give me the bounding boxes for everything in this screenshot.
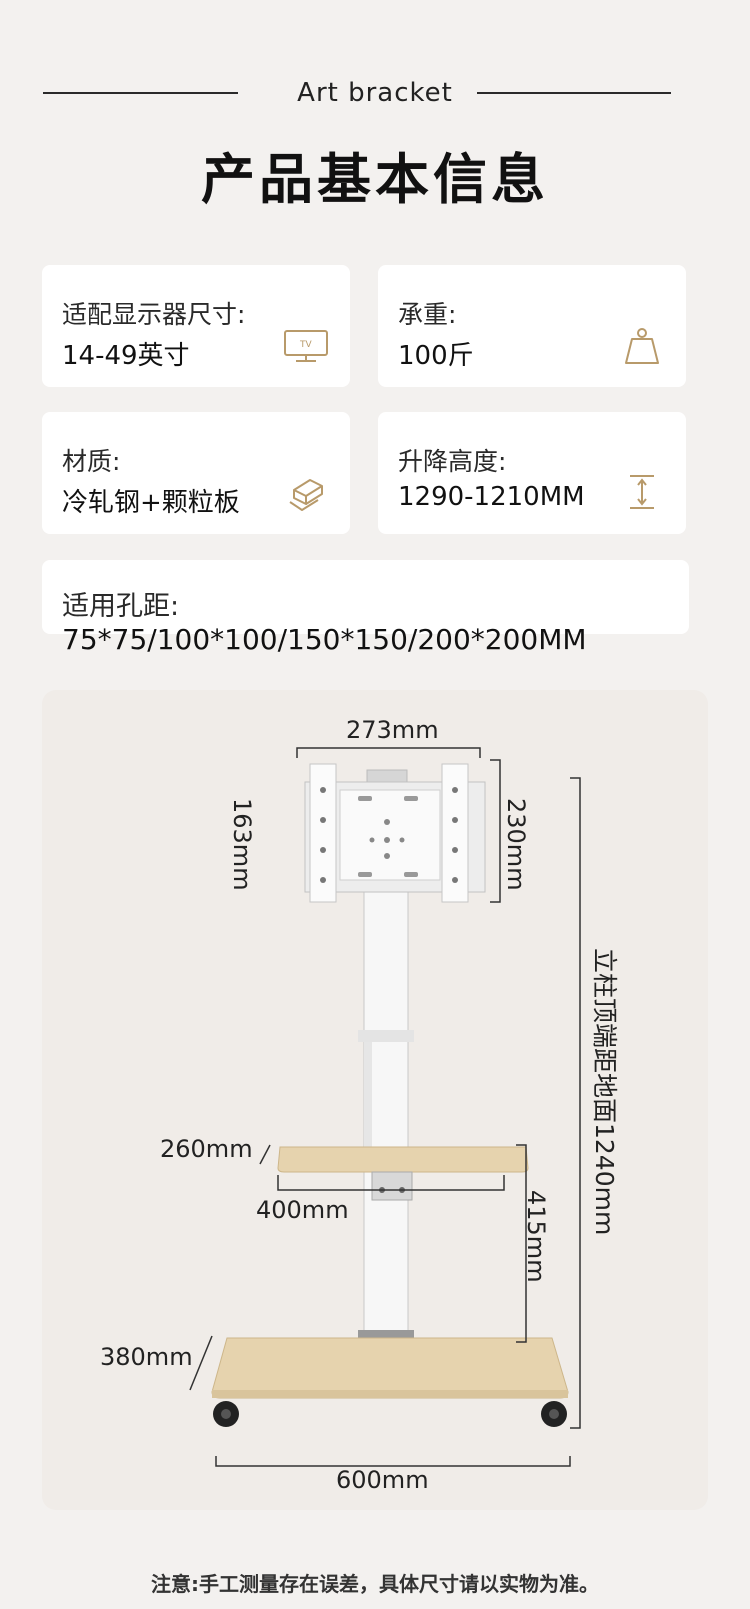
label-shelf-depth: 260mm (160, 1135, 253, 1163)
label-plate-width: 273mm (346, 716, 439, 744)
card-material: 材质: 冷轧钢+颗粒板 (42, 412, 350, 534)
vesa-text: 适用孔距: 75*75/100*100/150*150/200*200MM (62, 584, 689, 656)
label-shelf-gap: 415mm (522, 1190, 550, 1283)
height-arrow-icon (630, 475, 654, 509)
load-value: 100斤 (398, 341, 474, 371)
card-height-range: 升降高度: 1290-1210MM (378, 412, 686, 534)
base (211, 1330, 569, 1427)
card-vesa: 适用孔距: 75*75/100*100/150*150/200*200MM (42, 560, 689, 656)
tv-icon: TV (284, 330, 328, 362)
screen-size-label: 适配显示器尺寸: (62, 300, 246, 329)
material-layers-icon (289, 479, 323, 511)
card-load: 承重: 100斤 (378, 265, 686, 387)
svg-text:TV: TV (299, 340, 312, 350)
footer-note: 注意:手工测量存在误差，具体尺寸请以实物为准。 (151, 1572, 599, 1596)
card-screen-size: 适配显示器尺寸: 14-49英寸 TV (42, 265, 350, 387)
mounting-plate (304, 763, 486, 903)
label-plate-inner-height: 163mm (228, 798, 256, 891)
label-plate-height: 230mm (502, 798, 530, 891)
header-line-right (477, 92, 671, 94)
vesa-label: 适用孔距: (62, 591, 180, 622)
label-column-height: 立柱顶端距地面1240mm (590, 948, 619, 1235)
material-value: 冷轧钢+颗粒板 (62, 488, 240, 518)
vesa-value: 75*75/100*100/150*150/200*200MM (62, 623, 587, 656)
product-diagram: 273mm 163mm 230mm 立柱顶端距地面1240mm 260mm 40… (42, 690, 708, 1510)
label-base-width: 600mm (336, 1466, 429, 1494)
subtitle: Art bracket (297, 78, 453, 108)
shelf (277, 1146, 529, 1201)
material-label: 材质: (62, 447, 121, 476)
header-line-left (43, 92, 238, 94)
weight-icon (625, 328, 659, 364)
page-title: 产品基本信息 (201, 148, 549, 211)
label-shelf-width: 400mm (256, 1196, 349, 1224)
load-label: 承重: (398, 300, 457, 329)
diagram-svg: 273mm 163mm 230mm 立柱顶端距地面1240mm 260mm 40… (100, 716, 619, 1494)
height-range-value: 1290-1210MM (398, 482, 585, 512)
height-range-label: 升降高度: (398, 447, 507, 476)
label-base-depth: 380mm (100, 1343, 193, 1371)
screen-size-value: 14-49英寸 (62, 341, 190, 371)
